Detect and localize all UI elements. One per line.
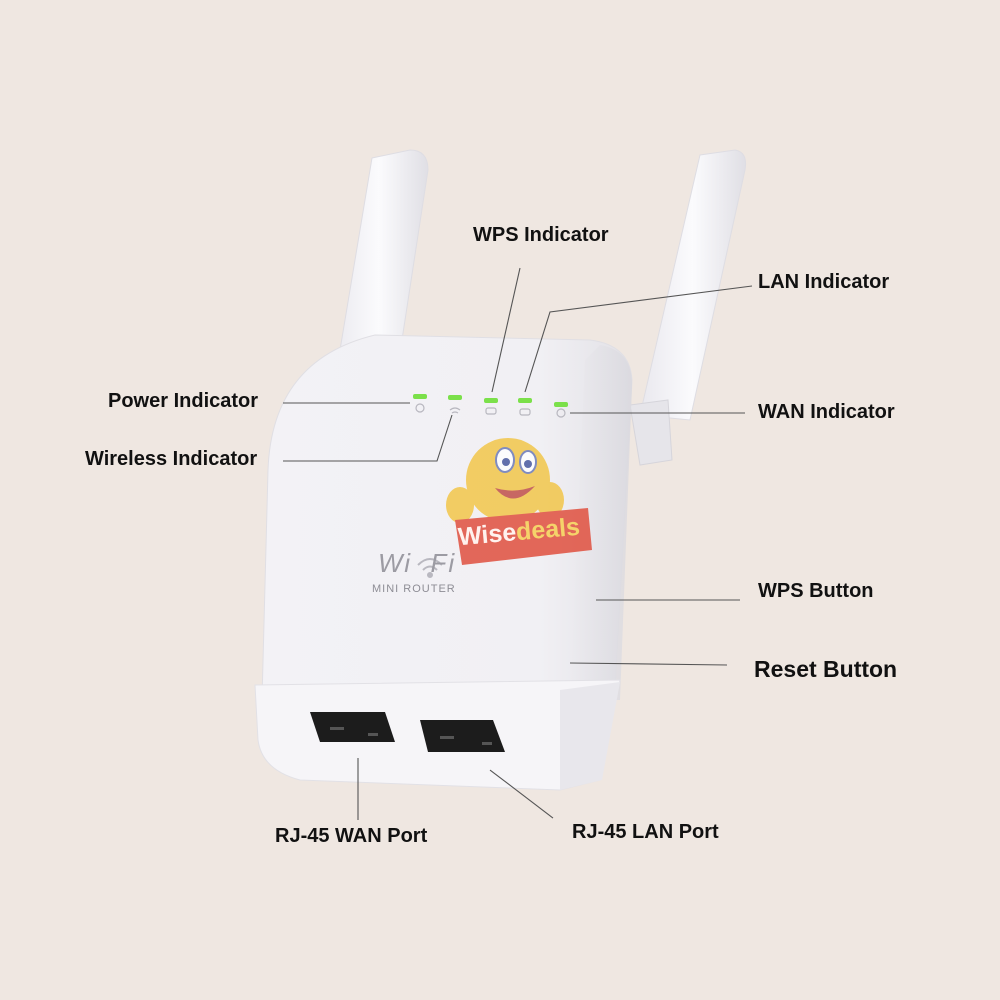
router-body <box>261 334 633 701</box>
right-antenna <box>629 149 746 466</box>
rj45-lan-port-shape <box>420 720 505 752</box>
label-rj45-wan-port: RJ-45 WAN Port <box>275 825 428 847</box>
watermark-text-a: Wise <box>456 518 518 552</box>
rj45-wan-port-shape <box>310 712 395 742</box>
label-reset-button: Reset Button <box>754 656 898 682</box>
label-lan-indicator: LAN Indicator <box>758 271 890 293</box>
watermark-text-b: deals <box>514 512 582 547</box>
led-row <box>413 394 568 418</box>
label-wps-indicator: WPS Indicator <box>473 224 609 246</box>
device-subtitle: MINI ROUTER <box>372 583 456 595</box>
wifi-logo-icon <box>417 558 443 578</box>
label-wan-indicator: WAN Indicator <box>758 401 895 423</box>
label-wps-button: WPS Button <box>758 580 874 602</box>
label-wireless-indicator: Wireless Indicator <box>85 448 258 470</box>
leader-lines <box>283 267 753 820</box>
device-logo: Wi Fi <box>378 548 457 578</box>
watermark-emoji <box>446 438 592 565</box>
label-rj45-lan-port: RJ-45 LAN Port <box>572 821 719 843</box>
label-power-indicator: Power Indicator <box>108 390 259 412</box>
